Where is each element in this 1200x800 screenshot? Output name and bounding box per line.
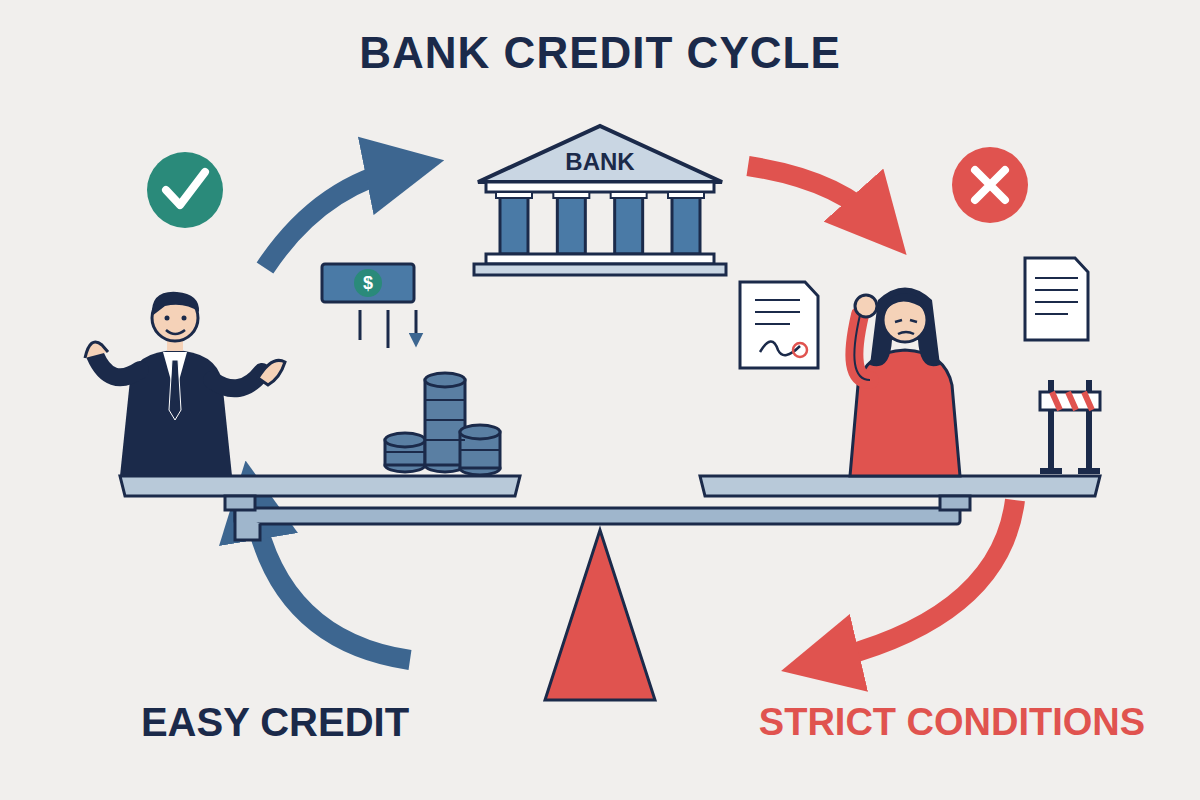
cross-icon (952, 147, 1028, 223)
lender-figure (85, 292, 285, 476)
barrier-icon (1040, 380, 1100, 474)
balance-scale (120, 476, 1100, 700)
cycle-arrow (265, 168, 405, 268)
title: BANK CREDIT CYCLE (359, 28, 840, 78)
side-label: EASY CREDIT (141, 700, 409, 745)
money (322, 264, 500, 475)
check-icon (147, 152, 223, 228)
document-icon (740, 282, 818, 368)
node-label: BANK (470, 148, 730, 176)
cycle-arrow (748, 166, 880, 225)
side-label: STRICT CONDITIONS (759, 701, 1145, 744)
document-icon (1025, 258, 1088, 340)
bank-outline (470, 122, 730, 278)
currency-symbol: $ (363, 273, 373, 294)
borrower-figure (850, 288, 960, 477)
bank-building: BANK (470, 122, 730, 278)
